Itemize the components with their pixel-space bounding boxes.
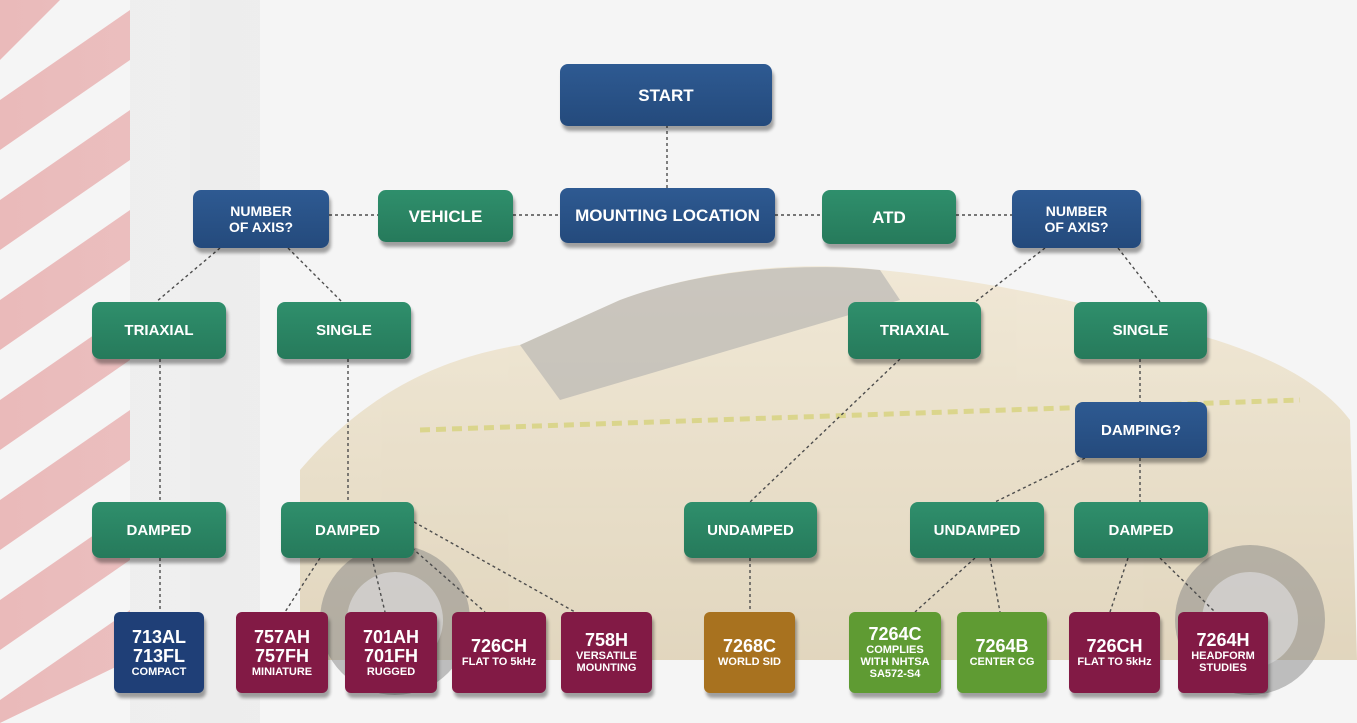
start-node[interactable]: START (560, 64, 772, 126)
product-description: FLAT TO 5kHz (1077, 656, 1152, 668)
product-726ch-atd[interactable]: 726CH FLAT TO 5kHz (1069, 612, 1160, 693)
atd-triaxial-node[interactable]: TRIAXIAL (848, 302, 981, 359)
product-7268c[interactable]: 7268C WORLD SID (704, 612, 795, 693)
mounting-location-node[interactable]: MOUNTING LOCATION (560, 188, 775, 243)
atd-single-undamped-label: UNDAMPED (933, 521, 1021, 539)
product-code: 7264B (975, 636, 1029, 656)
atd-label: ATD (872, 207, 906, 227)
product-description: FLAT TO 5kHz (461, 656, 537, 668)
atd-single-damped-node[interactable]: DAMPED (1074, 502, 1208, 558)
product-code: 726CH (1086, 636, 1143, 656)
atd-axis-question-node[interactable]: NUMBER OF AXIS? (1012, 190, 1141, 248)
vehicle-single-node[interactable]: SINGLE (277, 302, 411, 359)
product-code: 7264H (1196, 630, 1250, 650)
product-description: WORLD SID (718, 656, 781, 668)
product-description: MINIATURE (251, 665, 313, 678)
product-701ah-701fh[interactable]: 701AH 701FH RUGGED (345, 612, 437, 693)
product-7264b[interactable]: 7264B CENTER CG (957, 612, 1047, 693)
atd-axis-question-line-1: NUMBER (1045, 203, 1108, 219)
atd-damping-question-label: DAMPING? (1101, 421, 1181, 439)
product-7264c[interactable]: 7264C COMPLIES WITH NHTSA SA572-S4 (849, 612, 941, 693)
vehicle-axis-question-line-2: OF AXIS? (228, 219, 294, 235)
vehicle-label: VEHICLE (408, 206, 483, 226)
atd-damping-question-node[interactable]: DAMPING? (1075, 402, 1207, 458)
atd-single-label: SINGLE (1112, 322, 1169, 339)
vehicle-single-damped-node[interactable]: DAMPED (281, 502, 414, 558)
product-code: 726CH (470, 636, 528, 656)
product-757ah-757fh[interactable]: 757AH 757FH MINIATURE (236, 612, 328, 693)
product-code: 713FL (132, 645, 186, 666)
vehicle-triaxial-damped-node[interactable]: DAMPED (92, 502, 226, 558)
product-code: 757FH (254, 645, 310, 666)
vehicle-axis-question-node[interactable]: NUMBER OF AXIS? (193, 190, 329, 248)
atd-single-undamped-node[interactable]: UNDAMPED (910, 502, 1044, 558)
product-description: VERSATILE (576, 650, 637, 662)
product-description: HEADFORM (1191, 650, 1255, 662)
atd-single-damped-label: DAMPED (1108, 521, 1174, 539)
atd-node[interactable]: ATD (822, 190, 956, 244)
product-code: 7268C (722, 636, 777, 656)
atd-triaxial-label: TRIAXIAL (879, 322, 950, 339)
product-code: 758H (584, 630, 629, 650)
product-description: RUGGED (366, 665, 416, 678)
vehicle-triaxial-node[interactable]: TRIAXIAL (92, 302, 226, 359)
product-description: COMPLIES (866, 644, 924, 656)
product-7264h[interactable]: 7264H HEADFORM STUDIES (1178, 612, 1268, 693)
product-code: 701AH (362, 626, 420, 647)
product-code: 757AH (253, 626, 311, 647)
product-726ch-vehicle[interactable]: 726CH FLAT TO 5kHz (452, 612, 546, 693)
product-description: STUDIES (1199, 662, 1247, 674)
vehicle-triaxial-damped-label: DAMPED (126, 521, 192, 539)
vehicle-single-damped-label: DAMPED (314, 521, 380, 539)
product-code: 701FH (363, 645, 419, 666)
atd-triaxial-undamped-node[interactable]: UNDAMPED (684, 502, 817, 558)
product-description: COMPACT (131, 665, 187, 678)
product-description: WITH NHTSA (860, 656, 930, 668)
vehicle-axis-question-line-1: NUMBER (230, 203, 292, 219)
atd-single-node[interactable]: SINGLE (1074, 302, 1207, 359)
product-description: MOUNTING (576, 662, 637, 674)
vehicle-node[interactable]: VEHICLE (378, 190, 513, 242)
product-code: 713AL (131, 626, 187, 647)
atd-triaxial-undamped-label: UNDAMPED (707, 521, 794, 539)
product-description: SA572-S4 (869, 668, 921, 680)
product-code: 7264C (868, 624, 922, 644)
vehicle-single-label: SINGLE (316, 322, 372, 339)
product-758h[interactable]: 758H VERSATILE MOUNTING (561, 612, 652, 693)
start-label: START (638, 85, 694, 105)
mounting-location-label: MOUNTING LOCATION (575, 206, 760, 225)
vehicle-triaxial-label: TRIAXIAL (124, 322, 194, 339)
product-713al-713fl[interactable]: 713AL 713FL COMPACT (114, 612, 204, 693)
atd-axis-question-line-2: OF AXIS? (1044, 219, 1109, 235)
product-description: CENTER CG (969, 656, 1035, 668)
